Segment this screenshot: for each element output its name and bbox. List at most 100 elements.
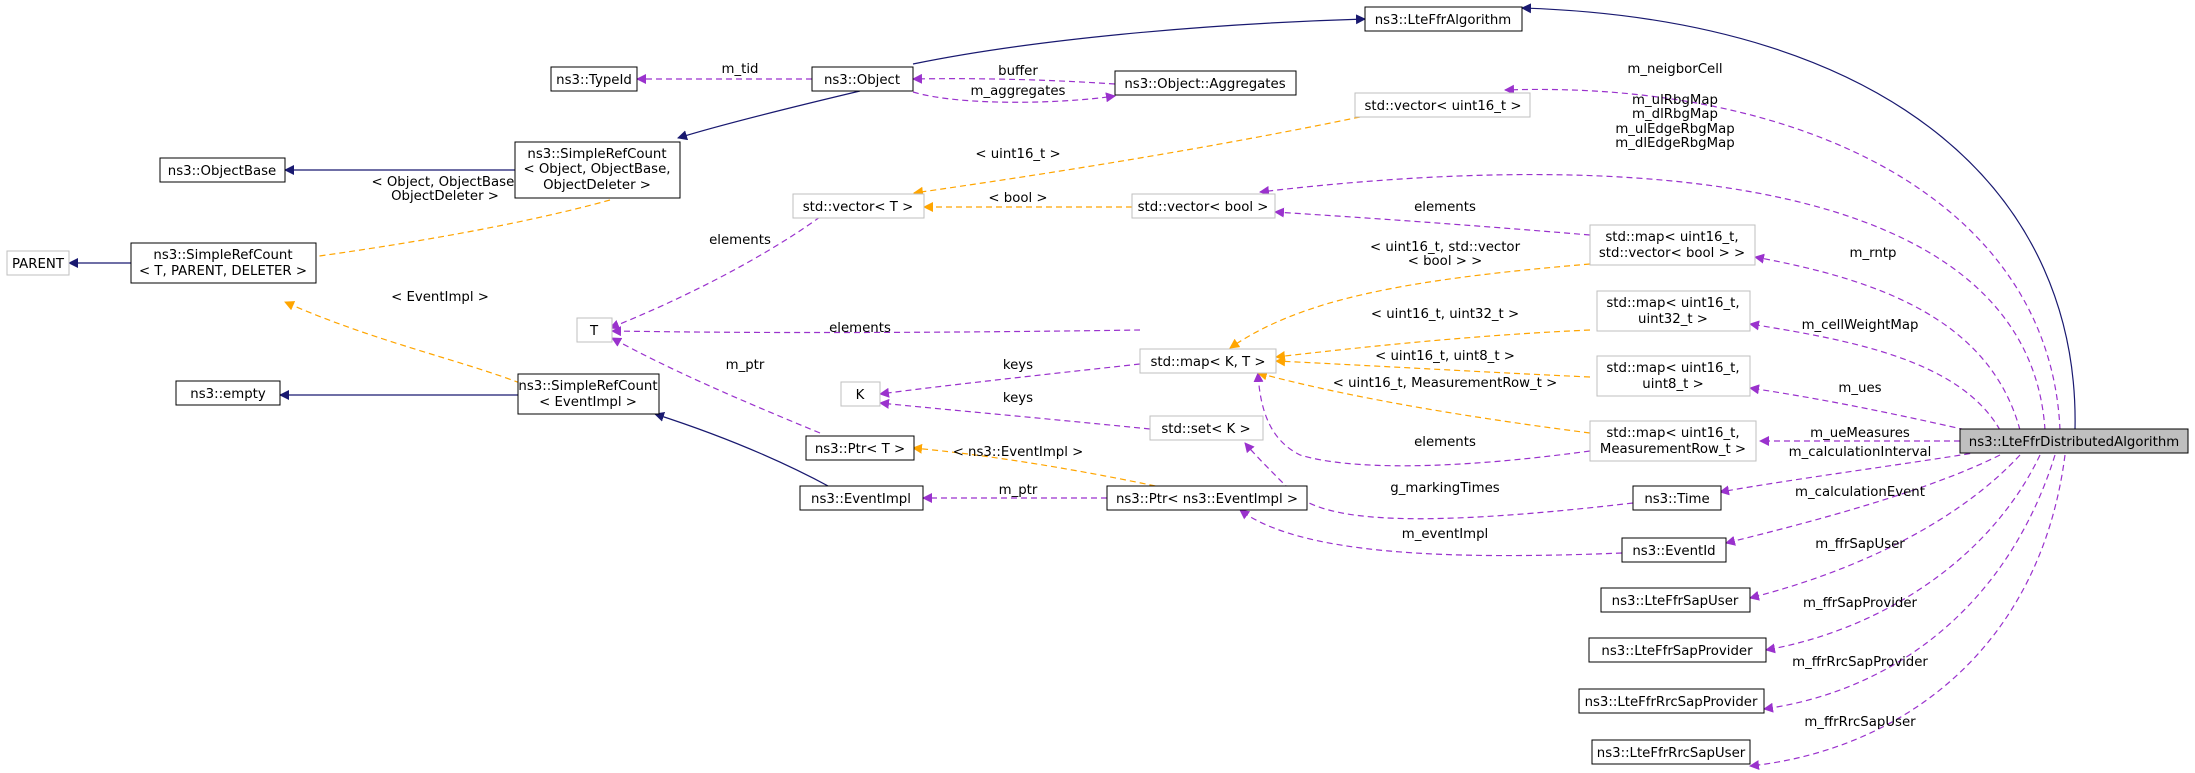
edge-m-ffrrrcsapprovider xyxy=(1763,454,2056,713)
nodes: ns3::LteFfrAlgorithm ns3::TypeId ns3::Ob… xyxy=(6,6,2189,765)
node-vector-bool[interactable]: std::vector< bool > xyxy=(1131,193,1276,219)
svg-text:ns3::SimpleRefCount: ns3::SimpleRefCount xyxy=(527,147,666,162)
node-object-base[interactable]: ns3::ObjectBase xyxy=(159,157,286,183)
node-map-uint16-uint8[interactable]: std::map< uint16_t, uint8_t > xyxy=(1596,355,1751,397)
svg-text:std::vector< uint16_t >: std::vector< uint16_t > xyxy=(1365,99,1522,114)
edge-object-to-ltefftalgorithm xyxy=(912,14,1366,65)
svg-text:< T, PARENT, DELETER >: < T, PARENT, DELETER > xyxy=(139,264,307,279)
edge-tmpl-eventimpl xyxy=(284,301,521,384)
node-ptr-eventimpl[interactable]: ns3::Ptr< ns3::EventImpl > xyxy=(1106,485,1308,511)
edge-simplerefcount-object-to-object xyxy=(677,90,861,141)
svg-text:std::map< uint16_t,: std::map< uint16_t, xyxy=(1606,296,1739,311)
svg-text:ns3::EventImpl: ns3::EventImpl xyxy=(811,492,911,507)
svg-text:ns3::SimpleRefCount: ns3::SimpleRefCount xyxy=(153,248,292,263)
edge-label-m-cellweightmap: m_cellWeightMap xyxy=(1802,318,1919,333)
svg-text:std::map< K, T >: std::map< K, T > xyxy=(1150,355,1265,370)
node-object[interactable]: ns3::Object xyxy=(811,66,914,92)
edge-label-m-uemeasures: m_ueMeasures xyxy=(1810,426,1910,441)
edge-m-eventimpl xyxy=(1239,509,1623,557)
edge-m-aggregates xyxy=(912,91,1116,103)
node-simple-ref-count-object[interactable]: ns3::SimpleRefCount < Object, ObjectBase… xyxy=(514,141,681,199)
svg-text:ns3::TypeId: ns3::TypeId xyxy=(556,73,632,88)
edge-label-uint16-uint32-tmpl: < uint16_t, uint32_t > xyxy=(1371,307,1519,322)
node-type-id[interactable]: ns3::TypeId xyxy=(550,66,638,92)
node-empty[interactable]: ns3::empty xyxy=(175,380,281,406)
svg-text:PARENT: PARENT xyxy=(12,257,65,272)
edge-rbgmaps xyxy=(1259,173,2046,431)
edge-elements-map xyxy=(611,326,1141,337)
node-map-uint16-vector-bool[interactable]: std::map< uint16_t, std::vector< bool > … xyxy=(1589,224,1756,266)
node-t[interactable]: T xyxy=(576,317,613,343)
edge-focus-to-ltefftalgorithm xyxy=(1521,3,2076,431)
edge-label-elements-vector: elements xyxy=(709,233,771,248)
edge-m-ffrrrcsapuser xyxy=(1749,454,2066,771)
node-lte-ffr-algorithm[interactable]: ns3::LteFfrAlgorithm xyxy=(1364,6,1523,32)
svg-text:ns3::LteFfrSapUser: ns3::LteFfrSapUser xyxy=(1612,594,1739,609)
node-lte-ffr-distributed-algorithm[interactable]: ns3::LteFfrDistributedAlgorithm xyxy=(1959,428,2189,454)
svg-text:std::vector< T >: std::vector< T > xyxy=(803,200,914,215)
edge-keys-map xyxy=(879,363,1141,398)
svg-text:ns3::Object::Aggregates: ns3::Object::Aggregates xyxy=(1124,77,1285,92)
svg-text:ObjectDeleter >: ObjectDeleter > xyxy=(543,178,651,193)
svg-text:ns3::ObjectBase: ns3::ObjectBase xyxy=(168,164,276,179)
edge-label-uint16-tmpl: < uint16_t > xyxy=(975,147,1060,162)
svg-text:uint32_t >: uint32_t > xyxy=(1638,312,1708,327)
edge-keys-set xyxy=(879,398,1151,430)
node-lte-ffr-rrc-sap-provider[interactable]: ns3::LteFfrRrcSapProvider xyxy=(1578,688,1765,714)
svg-text:std::map< uint16_t,: std::map< uint16_t, xyxy=(1606,426,1739,441)
node-map-uint16-uint32[interactable]: std::map< uint16_t, uint32_t > xyxy=(1596,290,1751,332)
svg-text:uint8_t >: uint8_t > xyxy=(1642,377,1703,392)
edge-label-object-tmpl-1: ObjectDeleter > xyxy=(391,189,499,204)
svg-text:ns3::Ptr< ns3::EventImpl >: ns3::Ptr< ns3::EventImpl > xyxy=(1116,492,1298,507)
node-set-k[interactable]: std::set< K > xyxy=(1149,415,1264,441)
node-lte-ffr-rrc-sap-user[interactable]: ns3::LteFfrRrcSapUser xyxy=(1591,739,1751,765)
node-vector-uint16[interactable]: std::vector< uint16_t > xyxy=(1354,92,1531,118)
edge-m-calculationevent xyxy=(1725,454,2001,546)
node-ptr-t[interactable]: ns3::Ptr< T > xyxy=(805,435,915,461)
edge-label-m-ffrsapuser: m_ffrSapUser xyxy=(1815,537,1905,552)
node-k[interactable]: K xyxy=(840,381,881,407)
edge-m-ues xyxy=(1749,384,1976,433)
svg-text:ns3::Time: ns3::Time xyxy=(1644,492,1709,507)
svg-text:std::map< uint16_t,: std::map< uint16_t, xyxy=(1605,230,1738,245)
edge-tmpl-eventimpl-ptr xyxy=(912,443,1166,489)
svg-text:T: T xyxy=(589,324,599,339)
node-time[interactable]: ns3::Time xyxy=(1632,485,1722,511)
edge-label-rbgmaps-2: m_ulEdgeRbgMap xyxy=(1615,122,1734,137)
svg-text:ns3::LteFfrRrcSapUser: ns3::LteFfrRrcSapUser xyxy=(1597,746,1746,761)
edge-m-rntp xyxy=(1754,253,2021,431)
svg-text:MeasurementRow_t >: MeasurementRow_t > xyxy=(1600,442,1746,457)
edge-label-m-ptr-eventimpl: m_ptr xyxy=(999,483,1038,498)
node-map-uint16-measurementrow[interactable]: std::map< uint16_t, MeasurementRow_t > xyxy=(1589,420,1757,462)
node-simple-ref-count-eventimpl[interactable]: ns3::SimpleRefCount < EventImpl > xyxy=(517,373,660,415)
edge-label-m-eventimpl: m_eventImpl xyxy=(1402,527,1488,542)
edge-label-elements-map: elements xyxy=(829,321,891,336)
edge-label-elements-bool: elements xyxy=(1414,200,1476,215)
edge-labels: m_tid buffer m_aggregates m_neigborCell … xyxy=(371,62,1931,730)
edge-label-uint16-uint8-tmpl: < uint16_t, uint8_t > xyxy=(1375,349,1515,364)
node-map-k-t[interactable]: std::map< K, T > xyxy=(1139,348,1277,374)
edge-label-rbgmaps-0: m_ulRbgMap xyxy=(1632,93,1718,108)
node-simple-ref-count-t[interactable]: ns3::SimpleRefCount < T, PARENT, DELETER… xyxy=(130,242,317,284)
edge-label-m-calculationevent: m_calculationEvent xyxy=(1795,485,1925,500)
node-lte-ffr-sap-provider[interactable]: ns3::LteFfrSapProvider xyxy=(1588,637,1767,663)
edge-label-g-markingtimes: g_markingTimes xyxy=(1390,481,1499,496)
edge-label-bool-tmpl: < bool > xyxy=(988,191,1047,206)
node-object-aggregates[interactable]: ns3::Object::Aggregates xyxy=(1114,70,1297,96)
svg-text:ns3::LteFfrDistributedAlgorith: ns3::LteFfrDistributedAlgorithm xyxy=(1969,435,2179,450)
edge-m-calculationinterval xyxy=(1719,451,1981,496)
node-event-impl[interactable]: ns3::EventImpl xyxy=(799,485,924,511)
edge-label-m-aggregates: m_aggregates xyxy=(971,84,1066,99)
node-parent[interactable]: PARENT xyxy=(6,250,70,276)
edge-label-m-rntp: m_rntp xyxy=(1850,246,1897,261)
node-lte-ffr-sap-user[interactable]: ns3::LteFfrSapUser xyxy=(1600,587,1751,613)
node-vector-t[interactable]: std::vector< T > xyxy=(792,193,925,219)
edge-m-neigborcell xyxy=(1504,84,2061,431)
edge-tmpl-object xyxy=(304,199,611,262)
svg-text:ns3::LteFfrRrcSapProvider: ns3::LteFfrRrcSapProvider xyxy=(1585,695,1758,710)
edge-label-m-ffrrrcsapuser: m_ffrRrcSapUser xyxy=(1804,715,1916,730)
edge-tmpl-uint16-meas xyxy=(1257,370,1591,434)
node-event-id[interactable]: ns3::EventId xyxy=(1621,537,1727,563)
edge-label-m-neigborcell: m_neigborCell xyxy=(1627,62,1722,77)
